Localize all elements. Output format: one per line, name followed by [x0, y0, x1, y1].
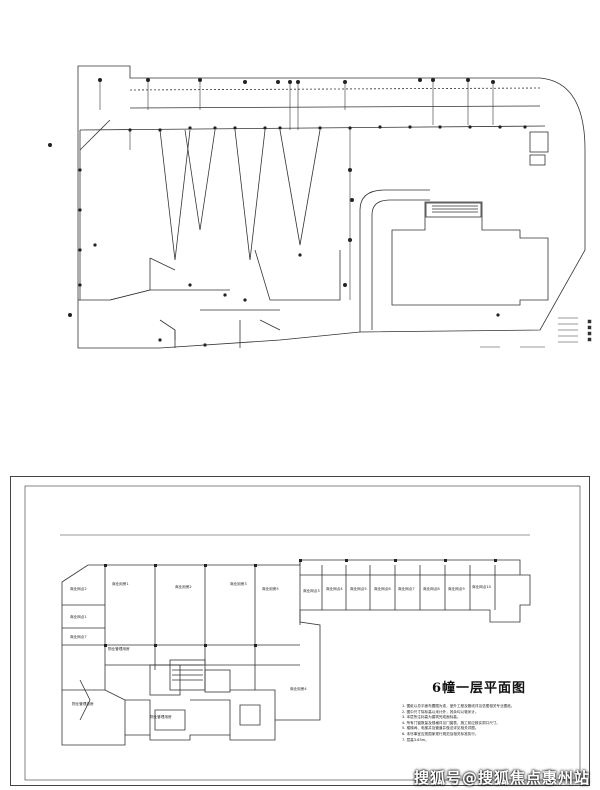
room-label: 商业网点6: [374, 586, 391, 591]
room-label: 物业管理用房: [150, 714, 172, 719]
note-line: 5. 楼梯间、电梯井及管道井做法详见相关详图。: [402, 726, 479, 731]
drawing-frame: [10, 476, 590, 786]
room-label: 商业网点1: [70, 614, 87, 619]
room-label: 商业网点7: [398, 586, 415, 591]
note-line: 7. 层高3.65m。: [402, 737, 429, 742]
room-label: 商业用房5: [262, 586, 279, 591]
room-label: 商业用房2: [175, 584, 192, 589]
note-line: 6. 未尽事宜应按国家现行规范及相关标准执行。: [402, 731, 479, 736]
plan-title: 6幢一层平面图: [432, 681, 527, 696]
room-label: 商业网点10: [472, 584, 492, 589]
room-label: 商业网点9: [448, 586, 465, 591]
room-label: 商业网点4: [326, 586, 343, 591]
room-label: 商业网点5: [350, 586, 367, 591]
note-line: 2. 图中尺寸除标高以米计外，其余均以毫米计。: [402, 709, 479, 714]
note-line: 4. 所有门窗数量及规格详见门窗表，施工前应核实洞口尺寸。: [402, 720, 501, 725]
site-electrical-plan: [48, 65, 592, 349]
room-label: 商业用房3: [230, 581, 247, 586]
note-line: 3. 本层所注标高为建筑完成面标高。: [402, 715, 461, 720]
room-label: 商业网点3: [303, 588, 320, 593]
room-label: 物业管理用房: [108, 646, 130, 651]
first-floor-plan: 商业网点2 商业网点1 商业网点7 商业用房1 商业用房2 商业用房3 商业用房…: [24, 485, 581, 781]
watermark: 搜狐号@搜狐焦点惠州站: [413, 769, 590, 787]
design-notes: 1. 图纸以总平面布置图为准，室外工程及管线详见总图相关专业图纸。 2. 图中尺…: [402, 704, 572, 743]
room-label: 商业用房1: [112, 581, 129, 586]
room-label: 商业用房4: [290, 686, 307, 691]
room-label: 商业网点8: [423, 586, 440, 591]
note-line: 1. 图纸以总平面布置图为准，室外工程及管线详见总图相关专业图纸。: [402, 704, 515, 708]
room-label: 物业管理用房: [72, 701, 94, 706]
room-label: 商业网点2: [70, 586, 87, 591]
room-label: 商业网点7: [70, 634, 87, 639]
